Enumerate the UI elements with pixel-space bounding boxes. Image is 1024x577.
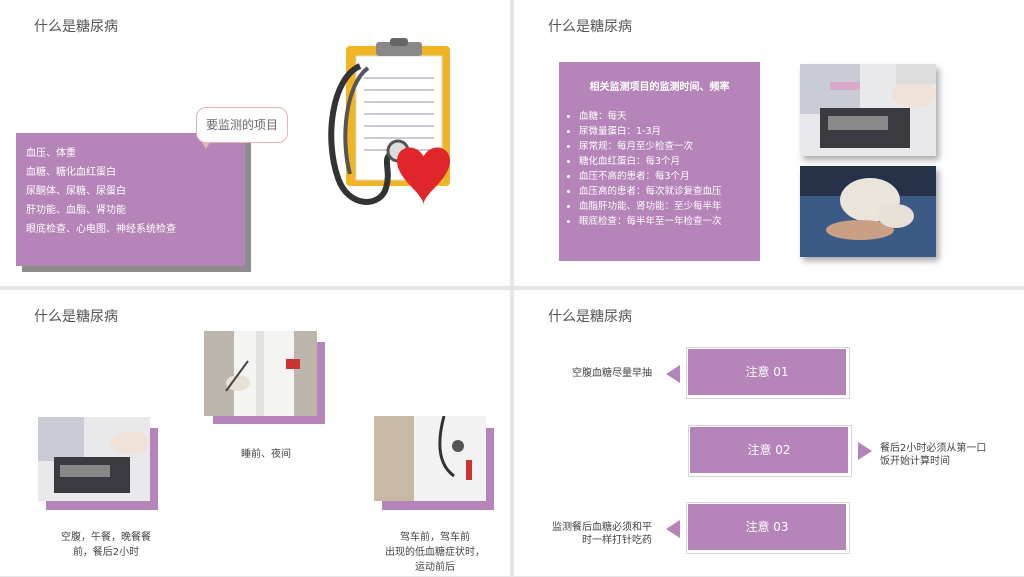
caption-line: 运动前后 [415, 562, 455, 573]
slide-title: 什么是糖尿病 [548, 309, 632, 325]
caption-line: 前，餐后2小时 [72, 547, 140, 558]
stethoscope-doctor-photo [374, 416, 486, 501]
arrow-right-icon [858, 442, 872, 460]
frequency-box: 相关监测项目的监测时间、频率 血糖：每天 尿微量蛋白：1-3月 尿常规：每月至少… [559, 62, 760, 261]
injection-photo [800, 166, 936, 257]
heart-icon [397, 147, 450, 205]
list-item: 血糖：每天 [579, 109, 760, 124]
caption-right: 驾车前，驾车前 出现的低血糖症状时， 运动前后 [380, 530, 490, 575]
slide-monitoring-times[interactable]: 什么是糖尿病 空腹，午餐，晚餐餐 前，餐后2小时 睡前、夜间 [0, 290, 510, 576]
list-item: 血糖、糖化血红蛋白 [26, 167, 116, 178]
arrow-left-icon [666, 520, 680, 538]
note-text-3: 监测餐后血糖必须和平 时一样打针吃药 [552, 521, 652, 547]
doctor-photo [204, 331, 317, 416]
note-text-2: 餐后2小时必须从第一口 饭开始计算时间 [880, 442, 986, 468]
lab-photo [38, 417, 150, 501]
caption-middle: 睡前、夜间 [241, 449, 291, 460]
slide-monitoring-items[interactable]: 什么是糖尿病 血压、体重 血糖、糖化血红蛋白 尿酮体、尿糖、尿蛋白 肝功能、血脂… [0, 0, 510, 286]
slide-title: 什么是糖尿病 [34, 19, 118, 35]
slide-monitoring-frequency[interactable]: 什么是糖尿病 相关监测项目的监测时间、频率 血糖：每天 尿微量蛋白：1-3月 尿… [514, 0, 1024, 286]
list-item: 眼底检查、心电图、神经系统检查 [26, 224, 176, 235]
list-item: 肝功能、血脂、肾功能 [26, 205, 126, 216]
note-frame [688, 425, 852, 477]
caption-left: 空腹，午餐，晚餐餐 前，餐后2小时 [46, 530, 166, 560]
note-text-line: 餐后2小时必须从第一口 [880, 443, 987, 454]
slide-title: 什么是糖尿病 [548, 19, 632, 35]
note-label: 注意 01 [688, 349, 846, 395]
note-frame [686, 502, 850, 554]
note-label: 注意 02 [690, 427, 848, 473]
note-text-line: 饭开始计算时间 [880, 456, 950, 467]
list-item: 血压高的患者：每次就诊复查血压 [579, 184, 760, 199]
slide-title: 什么是糖尿病 [34, 309, 118, 325]
list-item: 眼底检查：每半年至一年检查一次 [579, 214, 760, 229]
note-text-1: 空腹血糖尽量早抽 [572, 368, 652, 379]
caption-line: 出现的低血糖症状时， [385, 547, 485, 558]
caption-line: 驾车前，驾车前 [400, 532, 470, 543]
clipboard-stethoscope-illustration [328, 38, 450, 205]
list-item: 血脂肝功能、肾功能：至少每半年 [579, 199, 760, 214]
list-item: 血压不高的患者：每3个月 [579, 169, 760, 184]
speech-bubble-tail [200, 139, 212, 149]
caption-line: 空腹，午餐，晚餐餐 [61, 532, 151, 543]
slide-notes[interactable]: 什么是糖尿病 空腹血糖尽量早抽 注意 01 注意 02 餐后2小时必须从第一口 … [514, 290, 1024, 576]
arrow-left-icon [666, 365, 680, 383]
lab-photo [800, 64, 936, 156]
stethoscope-icon [328, 63, 396, 205]
speech-bubble: 要监测的项目 [196, 107, 288, 143]
list-item: 尿微量蛋白：1-3月 [579, 124, 760, 139]
box-heading: 相关监测项目的监测时间、频率 [589, 82, 730, 93]
note-text-line: 时一样打针吃药 [582, 535, 652, 546]
note-text-line: 监测餐后血糖必须和平 [552, 522, 652, 533]
note-frame [686, 347, 850, 399]
list-item: 尿酮体、尿糖、尿蛋白 [26, 186, 126, 197]
list-item: 尿常规：每月至少检查一次 [579, 139, 760, 154]
list-item: 糖化血红蛋白：每3个月 [579, 154, 760, 169]
note-label: 注意 03 [688, 504, 846, 550]
list-item: 血压、体重 [26, 148, 76, 159]
monitoring-items-box: 血压、体重 血糖、糖化血红蛋白 尿酮体、尿糖、尿蛋白 肝功能、血脂、肾功能 眼底… [16, 133, 245, 266]
